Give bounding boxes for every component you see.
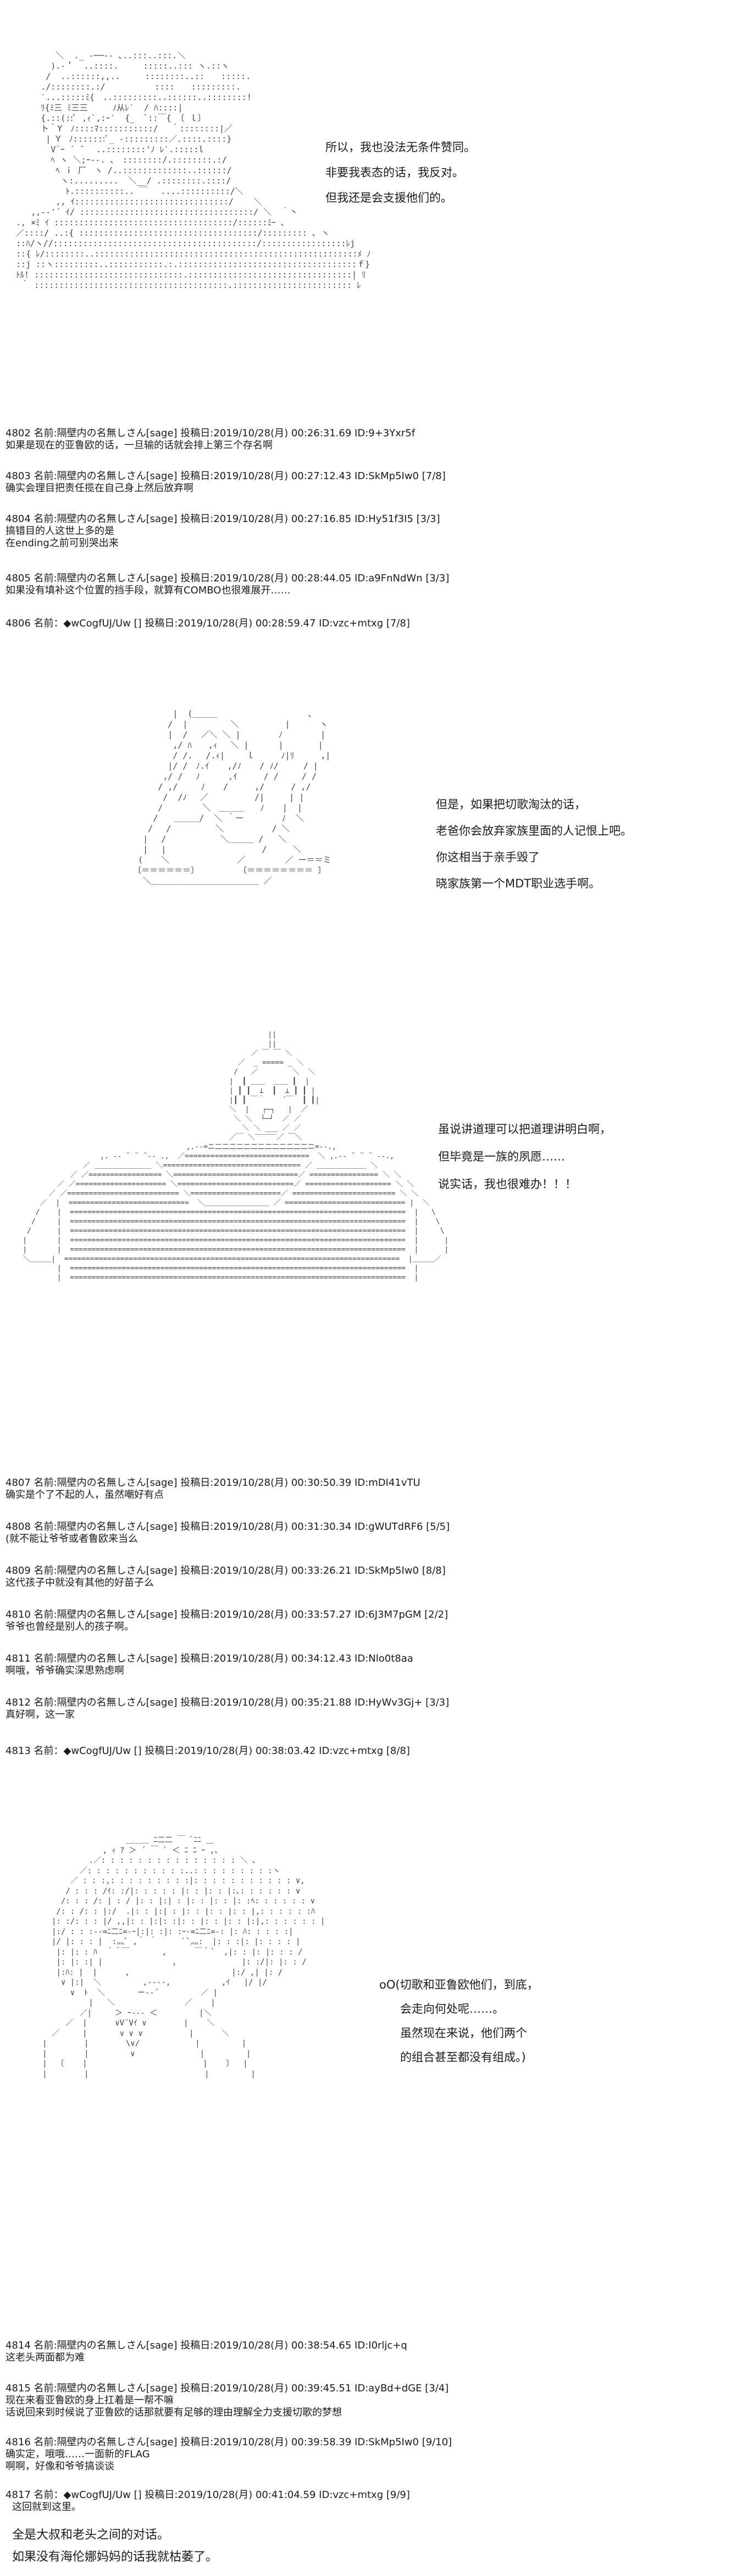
post-4814: 4814 名前:隔壁内の名無しさん[sage] 投稿日:2019/10/28(月…: [5, 2340, 407, 2364]
post-body: 搞错目的人这世上多的是: [5, 525, 114, 537]
post-body: 啊哦，爷爷确实深思熟虑啊: [5, 1665, 124, 1676]
post-header: 4811 名前:隔壁内の名無しさん[sage] 投稿日:2019/10/28(月…: [5, 1653, 413, 1664]
post-4804: 4804 名前:隔壁内の名無しさん[sage] 投稿日:2019/10/28(月…: [5, 513, 440, 549]
post-4815: 4815 名前:隔壁内の名無しさん[sage] 投稿日:2019/10/28(月…: [5, 2383, 448, 2419]
closing-line: 全是大叔和老头之间的对话。: [12, 2528, 170, 2542]
ascii-art-figure-3: || || ／ ￣ ￣ ＼ ／ _ ===== _ ＼: [23, 1031, 449, 1282]
post-body: 在ending之前可别哭出来: [5, 537, 119, 549]
dialogue-line: oO(切歌和亚鲁欧他们，到底，: [379, 1978, 539, 1991]
dialogue-line: 会走向何处呢……。: [400, 2002, 504, 2016]
closing-line: 如果没有海伦娜妈妈的话我就枯萎了。: [12, 2550, 218, 2564]
post-body: 如果是现在的亚鲁欧的话，一旦输的话就会排上第三个存名啊: [5, 440, 273, 451]
post-body: 真好啊，这一家: [5, 1709, 75, 1720]
dialogue-4: oO(切歌和亚鲁欧他们，到底， 会走向何处呢……。 虽然现在来说，他们两个 的组…: [379, 1973, 539, 2069]
dialogue-line: 说实话，我也很难办！！！: [438, 1178, 577, 1191]
post-body: 确实是个了不起的人，虽然嘲好有点: [5, 1489, 164, 1501]
dialogue-line: 但毕竟是一族的夙愿……: [438, 1150, 565, 1163]
post-4809: 4809 名前:隔壁内の名無しさん[sage] 投稿日:2019/10/28(月…: [5, 1565, 446, 1589]
dialogue-line: 但是，如果把切歌淘汰的话，: [436, 798, 586, 811]
dialogue-line: 的组合甚至都没有组成。): [400, 2051, 526, 2064]
post-4812: 4812 名前:隔壁内の名無しさん[sage] 投稿日:2019/10/28(月…: [5, 1697, 449, 1721]
dialogue-line: 虽说讲道理可以把道理讲明白啊，: [438, 1123, 611, 1136]
post-header: 4805 名前:隔壁内の名無しさん[sage] 投稿日:2019/10/28(月…: [5, 573, 450, 584]
post-header: 4804 名前:隔壁内の名無しさん[sage] 投稿日:2019/10/28(月…: [5, 513, 440, 525]
ascii-art-figure-4: ＿＿＿ ﾆ二二 ￣ ﾞﾆﾆ ＿ , ｨ ｱ ＞ ´ ￣ ` ＜ ﾆ ﾆ ｰ ,、…: [42, 1836, 325, 2079]
post-body: 这老头两面都为难: [5, 2352, 85, 2363]
dialogue-2: 但是，如果把切歌淘汰的话， 老爸你会放弃家族里面的人记恨上吧。 你这相当于亲手毁…: [436, 791, 632, 897]
post-header: 4809 名前:隔壁内の名無しさん[sage] 投稿日:2019/10/28(月…: [5, 1565, 446, 1576]
post-body: 这代孩子中就没有其他的好苗子么: [5, 1577, 154, 1589]
post-4810: 4810 名前:隔壁内の名無しさん[sage] 投稿日:2019/10/28(月…: [5, 1609, 448, 1633]
post-header: 4802 名前:隔壁内の名無しさん[sage] 投稿日:2019/10/28(月…: [5, 428, 416, 439]
post-4805: 4805 名前:隔壁内の名無しさん[sage] 投稿日:2019/10/28(月…: [5, 573, 449, 597]
post-header: 4803 名前:隔壁内の名無しさん[sage] 投稿日:2019/10/28(月…: [5, 470, 446, 482]
post-4807: 4807 名前:隔壁内の名無しさん[sage] 投稿日:2019/10/28(月…: [5, 1477, 420, 1501]
ascii-art-figure-2: | (＿＿＿ ､ / | ＼ | ヽ | / ／＼ ＼ | ﾉ | ,/ ﾊ ,…: [133, 709, 331, 886]
closing-remarks: 全是大叔和老头之间的对话。 如果没有海伦娜妈妈的话我就枯萎了。: [12, 2524, 218, 2568]
post-body: 如果没有填补这个位置的挡手段，就算有COMBO也很难展开……: [5, 585, 291, 596]
post-body: 这回就到这里。: [12, 2501, 81, 2513]
post-header: 4817 名前：◆wCogfUJ/Uw [] 投稿日:2019/10/28(月)…: [5, 2489, 410, 2501]
post-header: 4808 名前:隔壁内の名無しさん[sage] 投稿日:2019/10/28(月…: [5, 1521, 450, 1533]
post-body: 啊啊，好像和爷爷搞谈谈: [5, 2461, 114, 2472]
post-4808: 4808 名前:隔壁内の名無しさん[sage] 投稿日:2019/10/28(月…: [5, 1521, 450, 1545]
post-header: 4814 名前:隔壁内の名無しさん[sage] 投稿日:2019/10/28(月…: [5, 2340, 407, 2351]
post-4802: 4802 名前:隔壁内の名無しさん[sage] 投稿日:2019/10/28(月…: [5, 428, 415, 452]
post-body: 话说回来到时候说了亚鲁欧的话那就要有足够的理由理解全力支援切歌的梦想: [5, 2407, 342, 2418]
post-body: (就不能让爷爷或者鲁欧来当么: [5, 1533, 139, 1545]
post-4816: 4816 名前:隔壁内の名無しさん[sage] 投稿日:2019/10/28(月…: [5, 2436, 452, 2473]
post-header: 4806 名前：◆wCogfUJ/Uw [] 投稿日:2019/10/28(月)…: [5, 618, 410, 629]
dialogue-line: 所以，我也没法无条件赞同。: [325, 141, 475, 154]
post-header: 4812 名前:隔壁内の名無しさん[sage] 投稿日:2019/10/28(月…: [5, 1697, 450, 1708]
post-body: 爷爷也曾经是别人的孩子啊。: [5, 1621, 134, 1633]
post-body: 确实定，哦哦……一面新的FLAG: [5, 2449, 150, 2460]
post-4817: 4817 名前：◆wCogfUJ/Uw [] 投稿日:2019/10/28(月)…: [5, 2489, 410, 2513]
post-4803: 4803 名前:隔壁内の名無しさん[sage] 投稿日:2019/10/28(月…: [5, 470, 446, 495]
post-header: 4810 名前:隔壁内の名無しさん[sage] 投稿日:2019/10/28(月…: [5, 1609, 448, 1620]
post-body: 确实会理目把责任揽在自己身上然后放弃啊: [5, 482, 193, 494]
post-header: 4816 名前:隔壁内の名無しさん[sage] 投稿日:2019/10/28(月…: [5, 2436, 452, 2448]
dialogue-line: 虽然现在来说，他们两个: [400, 2027, 527, 2040]
post-4806: 4806 名前：◆wCogfUJ/Uw [] 投稿日:2019/10/28(月)…: [5, 618, 410, 630]
post-4811: 4811 名前:隔壁内の名無しさん[sage] 投稿日:2019/10/28(月…: [5, 1653, 413, 1677]
ascii-art-figure-1: ＼ ._ ‐──‐‐ ､..:::..:::.＼ ).-＇ ..::::. ::…: [16, 51, 371, 290]
post-4813: 4813 名前：◆wCogfUJ/Uw [] 投稿日:2019/10/28(月)…: [5, 1745, 410, 1757]
dialogue-line: 你这相当于亲手毁了: [436, 851, 540, 864]
dialogue-line: 但我还是会支援他们的。: [325, 191, 452, 204]
post-header: 4813 名前：◆wCogfUJ/Uw [] 投稿日:2019/10/28(月)…: [5, 1745, 410, 1757]
dialogue-1: 所以，我也没法无条件赞同。 非要我表态的话，我反对。 但我还是会支援他们的。: [325, 135, 475, 210]
post-header: 4815 名前:隔壁内の名無しさん[sage] 投稿日:2019/10/28(月…: [5, 2383, 449, 2394]
post-body: 现在来看亚鲁欧的身上扛着是一帮不嘛: [5, 2395, 174, 2406]
dialogue-line: 老爸你会放弃家族里面的人记恨上吧。: [436, 824, 632, 837]
dialogue-line: 非要我表态的话，我反对。: [325, 166, 464, 179]
post-header: 4807 名前:隔壁内の名無しさん[sage] 投稿日:2019/10/28(月…: [5, 1477, 420, 1489]
dialogue-3: 虽说讲道理可以把道理讲明白啊， 但毕竟是一族的夙愿…… 说实话，我也很难办！！！: [438, 1115, 611, 1198]
dialogue-line: 晓家族第一个MDT职业选手啊。: [436, 877, 601, 890]
